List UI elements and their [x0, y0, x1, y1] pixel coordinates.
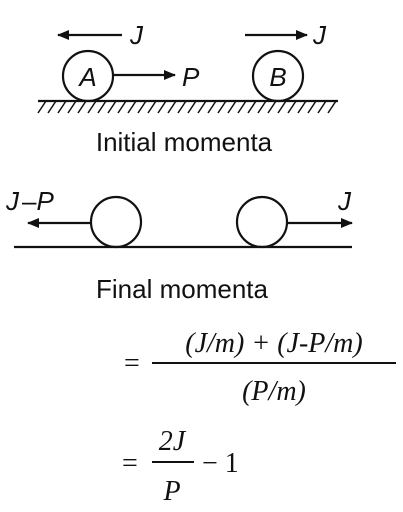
equation-1: = (J/m) + (J-P/m) (P/m) [124, 328, 396, 407]
caption-final: Final momenta [96, 274, 268, 304]
eq1-denominator: (P/m) [242, 376, 306, 407]
equation-2: = 2J P − 1 [122, 426, 239, 507]
final-scene: J–P J Final momenta [5, 186, 353, 304]
caption-initial: Initial momenta [96, 127, 273, 157]
eq2-numerator: 2J [159, 426, 187, 457]
ball-b-label: B [269, 62, 286, 92]
eq2-equals: = [122, 448, 138, 479]
final-ball-right [235, 195, 289, 249]
initial-scene: J J A P B [37, 20, 338, 157]
eq1-equals: = [124, 348, 140, 379]
label-final-left: J–P [5, 186, 54, 216]
label-a-above: J [129, 20, 144, 50]
label-final-right: J [337, 186, 352, 216]
eq2-denominator: P [162, 476, 180, 507]
final-ball-left [89, 195, 143, 249]
label-b-above: J [312, 20, 327, 50]
label-a-right: P [182, 62, 200, 92]
eq2-suffix: − 1 [202, 448, 239, 479]
ball-a-label: A [77, 62, 96, 92]
eq1-numerator: (J/m) + (J-P/m) [185, 328, 362, 359]
ground-hatching [37, 100, 337, 114]
